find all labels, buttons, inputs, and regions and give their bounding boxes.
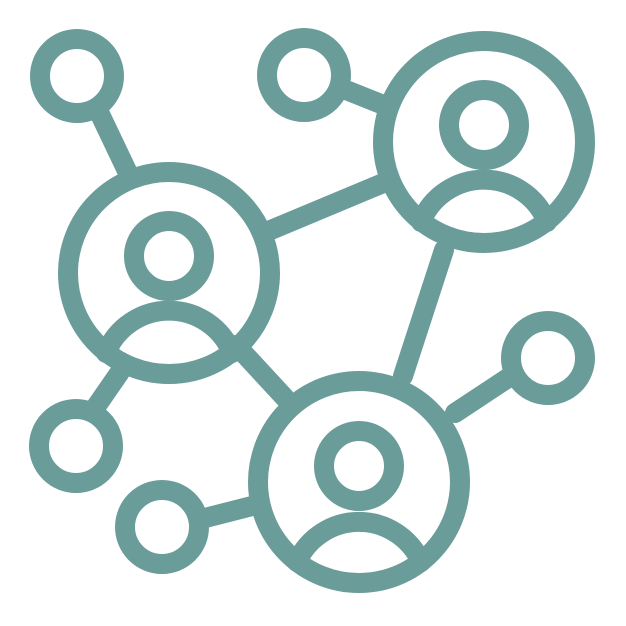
- person-body-icon: [287, 512, 431, 572]
- person-node: [58, 162, 280, 384]
- connector-line: [445, 366, 521, 423]
- person-node: [373, 31, 595, 253]
- node-circle: [257, 28, 351, 122]
- connector-line: [393, 240, 454, 386]
- connector-line: [256, 174, 391, 242]
- person-head-icon: [124, 211, 214, 301]
- node-ring: [58, 162, 280, 384]
- person-head-icon: [314, 421, 404, 511]
- person-node: [248, 371, 470, 593]
- node-circle: [29, 399, 123, 493]
- person-body-icon: [411, 169, 557, 232]
- person-body-icon: [96, 300, 242, 363]
- connector-line: [195, 495, 266, 528]
- node-circle: [30, 29, 124, 123]
- connector-line: [88, 100, 138, 183]
- person-head-icon: [439, 80, 529, 170]
- node-ring: [373, 31, 595, 253]
- node-ring: [248, 371, 470, 593]
- node-circle: [501, 311, 595, 405]
- node-circle: [115, 480, 209, 574]
